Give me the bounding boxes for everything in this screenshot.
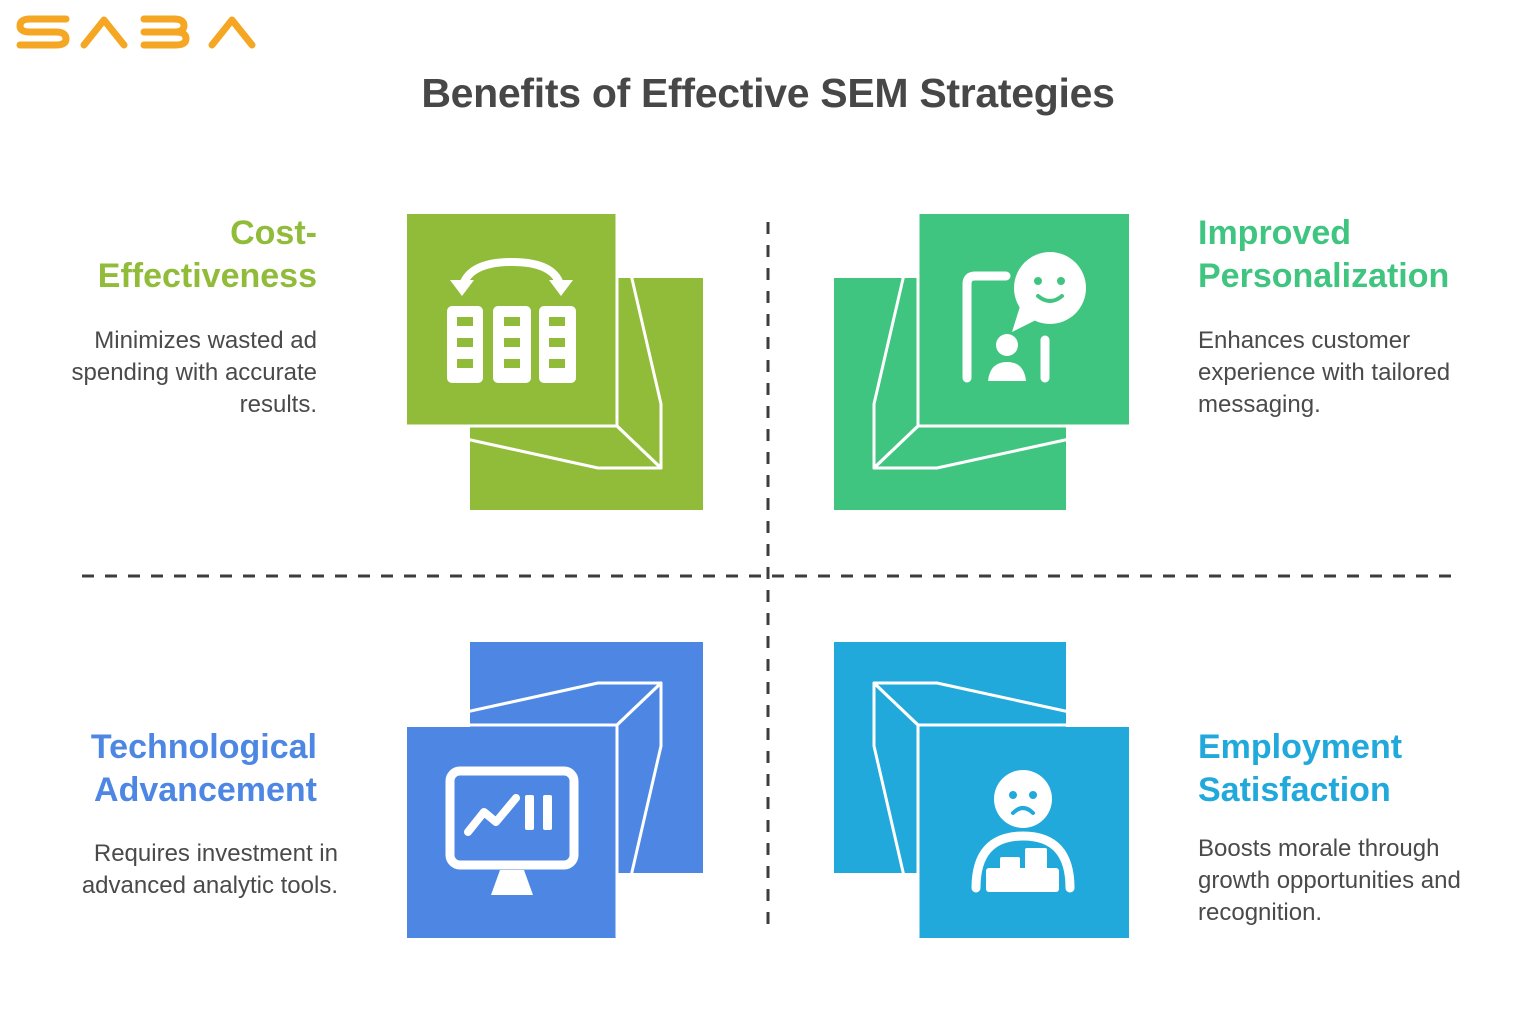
improved-personalization-description: Enhances customer experience with tailor… xyxy=(1198,327,1451,418)
saba-logo xyxy=(16,15,256,49)
improved-personalization-cube xyxy=(834,212,1131,510)
vertical-divider xyxy=(766,222,770,932)
person-speech-bubble-icon xyxy=(962,252,1086,383)
technological-advancement-cube xyxy=(405,642,703,939)
page-title: Benefits of Effective SEM Strategies xyxy=(421,70,1115,116)
cost-effectiveness-heading: Cost-Effectiveness xyxy=(97,214,317,295)
technological-advancement-heading: Technological Advancement xyxy=(90,728,317,809)
cost-effectiveness-cube xyxy=(405,212,703,510)
calculator-swap-icon xyxy=(447,257,576,383)
horizontal-divider xyxy=(82,574,1458,578)
cost-effectiveness-description: Minimizes wasted ad spending with accura… xyxy=(71,327,317,418)
sad-worker-icon xyxy=(971,770,1075,893)
technological-advancement-description: Requires investment in advanced analytic… xyxy=(81,840,338,899)
employment-satisfaction-description: Boosts morale through growth opportuniti… xyxy=(1198,835,1461,926)
monitor-chart-icon xyxy=(445,766,579,895)
employment-satisfaction-cube xyxy=(834,642,1131,939)
employment-satisfaction-heading: Employment Satisfaction xyxy=(1198,728,1403,809)
improved-personalization-heading: Improved Personalization xyxy=(1198,214,1450,295)
